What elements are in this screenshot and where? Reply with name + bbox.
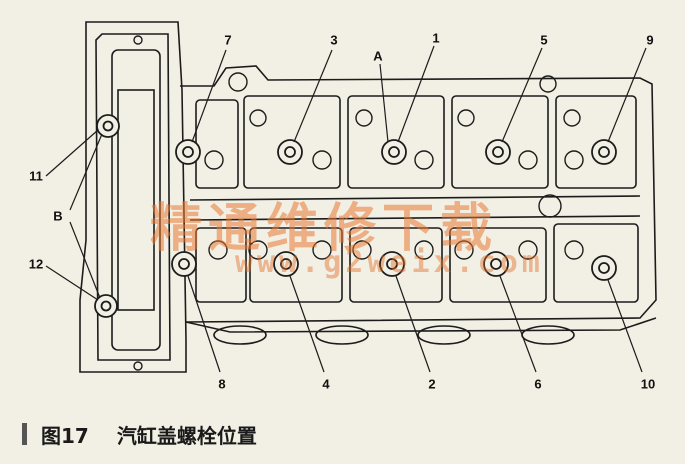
label-4: 4	[322, 376, 330, 392]
label-10: 10	[640, 376, 656, 392]
label-6: 6	[534, 376, 542, 392]
figure-title: 汽缸盖螺栓位置	[116, 423, 257, 448]
figure-number: 图17	[41, 423, 89, 448]
label-7: 7	[224, 32, 232, 48]
label-2: 2	[428, 376, 436, 392]
label-B: B	[53, 208, 63, 224]
label-12: 12	[28, 256, 44, 272]
figure-caption: 图17 汽缸盖螺栓位置	[22, 418, 257, 450]
caption-bar	[22, 423, 27, 445]
end-cover-plate	[79, 21, 187, 373]
head-bolts	[94, 114, 617, 318]
label-8: 8	[218, 376, 226, 392]
label-5: 5	[540, 32, 548, 48]
label-9: 9	[646, 32, 654, 48]
label-11: 11	[29, 168, 43, 184]
label-1: 1	[432, 30, 440, 46]
label-3: 3	[330, 32, 338, 48]
cylinder-head-outline	[180, 65, 657, 323]
label-A: A	[373, 48, 383, 64]
